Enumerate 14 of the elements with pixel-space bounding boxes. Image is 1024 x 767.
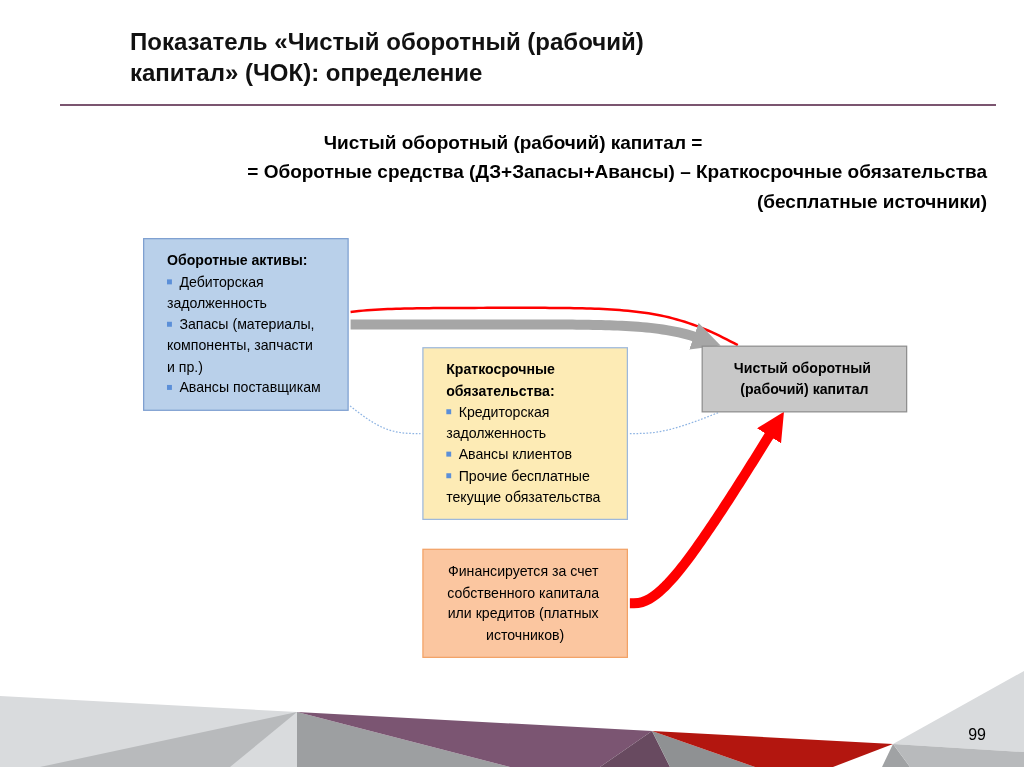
connector-line (350, 306, 739, 347)
arrow (628, 411, 784, 609)
formula-text: (бесплатные источники) (756, 191, 987, 212)
assets-box: Оборотные активы: Дебиторская задолженность Запасы (материалы, компоненты, запчасти и пр.) Авансы поставщикам (142, 238, 349, 411)
result-box: Чистый оборотный (рабочий) капитал (701, 345, 908, 413)
formula-text: = Оборотные средства (ДЗ+Запасы+Авансы) – Краткосрочные обязательства (247, 161, 987, 182)
connector-line (349, 405, 421, 435)
financing-box: Финансируется за счет собственного капитала или кредитов (платных источников) (422, 548, 628, 658)
connector-line (629, 412, 719, 435)
slide-title: Показатель «Чистый оборотный (рабочий) капитал» (ЧОК): определение (130, 27, 645, 88)
page-number: 99 (968, 726, 986, 743)
formula-text: Чистый оборотный (рабочий) капитал = (323, 132, 703, 153)
arrow (349, 319, 721, 350)
liabilities-box: Краткосрочные обязательства: Кредиторская задолженность Авансы клиентов Прочие бесплатные текущие обязательства (422, 347, 628, 520)
